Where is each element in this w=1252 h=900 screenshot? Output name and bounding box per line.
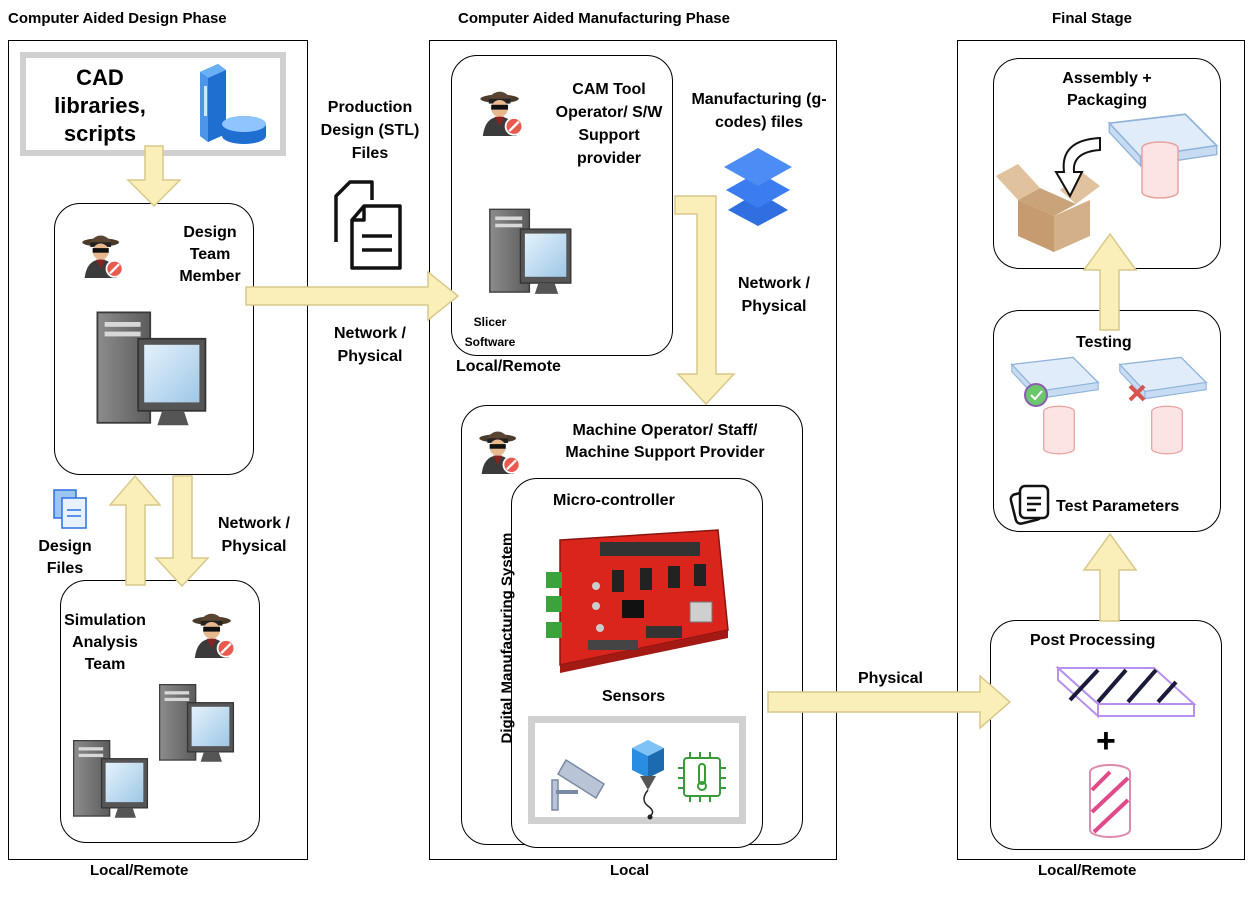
cad-phase-container bbox=[8, 40, 308, 860]
post-link-label: Physical bbox=[858, 670, 923, 687]
post-processing-label: Post Processing bbox=[1030, 632, 1156, 649]
cam-phase-title: Computer Aided Manufacturing Phase bbox=[458, 10, 730, 27]
sensors-label: Sensors bbox=[602, 688, 666, 705]
temperature-chip-icon bbox=[678, 752, 726, 802]
design-files-icon bbox=[53, 489, 87, 529]
final-stage-container bbox=[957, 40, 1245, 860]
microcontroller-board-icon bbox=[546, 529, 729, 673]
test-cylinder-pass-icon bbox=[1042, 405, 1076, 455]
machine-link-label: Network / Physical bbox=[737, 275, 810, 315]
cam-tool-box bbox=[451, 55, 673, 356]
cam-operator-person-icon bbox=[479, 90, 524, 136]
test-cylinder-fail-icon bbox=[1150, 405, 1184, 455]
arrow-libraries-to-design bbox=[126, 145, 182, 208]
sim-computer-icon-2 bbox=[72, 739, 149, 819]
arrow-sim-to-design bbox=[108, 474, 162, 586]
hatched-cylinder-icon bbox=[1089, 764, 1131, 838]
cam-phase-container bbox=[429, 40, 837, 860]
extruder-sensor-icon bbox=[632, 740, 664, 820]
cross-mark-icon bbox=[1128, 384, 1146, 402]
hatched-plate-icon bbox=[1055, 665, 1197, 719]
arrow-design-to-sim bbox=[154, 475, 210, 588]
arrow-machine-to-post bbox=[767, 674, 1012, 730]
arrow-design-to-cam bbox=[245, 270, 460, 322]
cad-footer: Local/Remote bbox=[90, 862, 189, 879]
check-badge-icon bbox=[1024, 383, 1048, 407]
machine-operator-person-icon bbox=[478, 430, 521, 474]
packaging-box-icon bbox=[996, 164, 1100, 252]
test-params-label: Test Parameters bbox=[1056, 498, 1180, 515]
microcontroller-label: Micro-controller bbox=[553, 492, 675, 509]
gcode-files-label: Manufacturing (g-codes) files bbox=[691, 91, 827, 131]
machine-operator-label: Machine Operator/ Staff/ Machine Support… bbox=[565, 422, 765, 461]
simulation-team-label: Simulation Analysis Team bbox=[64, 612, 146, 673]
testing-label: Testing bbox=[1076, 334, 1132, 351]
arrow-gcode-to-machine bbox=[674, 195, 736, 406]
sim-team-person-icon bbox=[190, 612, 236, 660]
cad-phase-title: Computer Aided Design Phase bbox=[8, 10, 227, 27]
cad-cam-link-label: Network / Physical bbox=[333, 325, 406, 365]
assembly-cylinder-icon bbox=[1141, 141, 1179, 199]
design-computer-icon bbox=[96, 311, 207, 427]
design-files-label: Design Files bbox=[38, 538, 92, 577]
slicer-location-label: Local/Remote bbox=[456, 358, 561, 375]
final-phase-title: Final Stage bbox=[1052, 10, 1133, 27]
test-params-doc-icon bbox=[1009, 484, 1050, 525]
arrow-testing-to-assembly bbox=[1082, 232, 1138, 331]
cam-footer: Local bbox=[610, 862, 650, 879]
assembly-label: Assembly + Packaging bbox=[1062, 70, 1152, 109]
production-files-icon bbox=[334, 180, 402, 270]
test-plate-fail-icon bbox=[1119, 356, 1207, 400]
camera-sensor-icon bbox=[551, 758, 606, 811]
server-database-icon bbox=[200, 64, 266, 144]
sim-computer-icon-1 bbox=[159, 684, 235, 763]
assembly-curved-arrow-icon bbox=[1054, 136, 1101, 199]
gcode-layers-icon bbox=[724, 148, 792, 226]
production-files-label: Production Design (STL) Files bbox=[320, 99, 420, 162]
arrow-post-to-testing bbox=[1082, 532, 1138, 622]
sim-link-label: Network / Physical bbox=[217, 515, 290, 555]
cam-tool-operator-label: CAM Tool Operator/ S/W Support provider bbox=[555, 81, 663, 167]
slicer-label: Slicer Software bbox=[464, 315, 516, 349]
final-footer: Local/Remote bbox=[1038, 862, 1137, 879]
design-member-person-icon bbox=[81, 234, 124, 278]
plus-sign: + bbox=[1096, 722, 1116, 760]
cad-libraries-label: CAD libraries, scripts bbox=[54, 65, 146, 146]
design-team-label: Design Team Member bbox=[179, 224, 241, 285]
slicer-computer-icon bbox=[489, 208, 572, 295]
